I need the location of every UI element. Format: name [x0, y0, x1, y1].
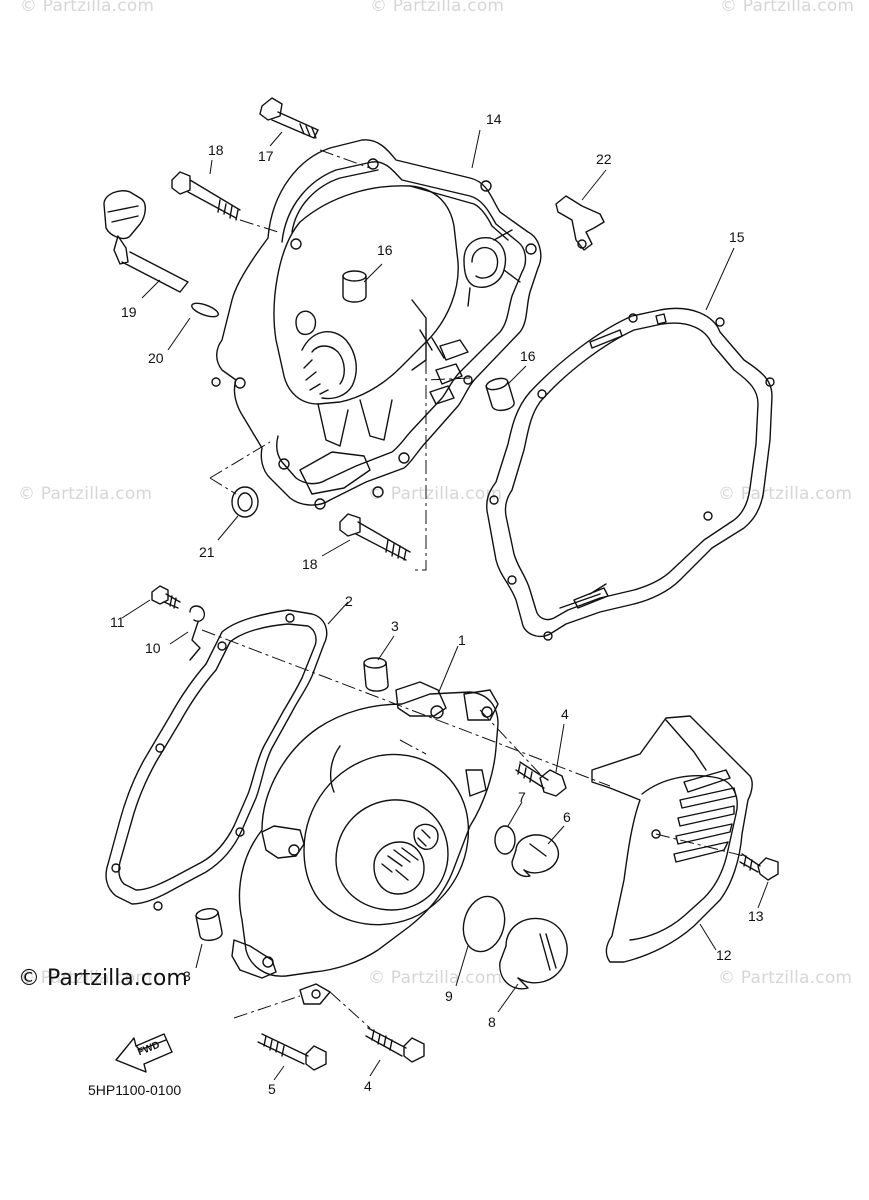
- callout-part-2: 2: [345, 593, 353, 609]
- gasket-part-15: [486, 307, 775, 641]
- bolt-part-17: [259, 97, 319, 139]
- o-ring-part-7: [494, 825, 516, 855]
- callout-part-22: 22: [596, 151, 612, 167]
- callout-part-18: 18: [208, 142, 224, 158]
- side-cover-part-12: [591, 715, 753, 963]
- gasket-part-2: [105, 609, 328, 911]
- bolt-part-5: [257, 1033, 327, 1071]
- watermark: © Partzilla.com: [18, 484, 153, 504]
- callout-part-16: 16: [520, 348, 536, 364]
- callout-part-10: 10: [145, 640, 161, 656]
- oil-seal-part-21: [231, 486, 259, 518]
- bolt-part-4-lower: [365, 1027, 425, 1063]
- callout-part-8: 8: [488, 1014, 496, 1030]
- crankcase-cover-part-1: [231, 681, 499, 1005]
- fwd-arrow-icon: [115, 1033, 173, 1073]
- clip-part-10: [189, 605, 206, 661]
- watermark: © Partzilla.com: [368, 968, 503, 988]
- dowel-part-16-right: [485, 377, 515, 412]
- bolt-part-4-upper: [515, 761, 567, 797]
- dowel-part-3-upper: [363, 657, 389, 692]
- fwd-label: FWD: [136, 1040, 161, 1059]
- clamp-part-22: [555, 195, 605, 251]
- callout-part-17: 17: [258, 148, 274, 164]
- callout-part-19: 19: [121, 304, 137, 320]
- watermark: © Partzilla.com: [20, 0, 155, 16]
- bolt-part-18-upper: [171, 171, 241, 221]
- callout-part-12: 12: [716, 947, 732, 963]
- plug-part-6: [511, 834, 560, 878]
- watermark: © Partzilla.com: [18, 968, 153, 988]
- o-ring-part-20: [191, 302, 219, 318]
- callout-part-13: 13: [748, 908, 764, 924]
- callout-part-14: 14: [486, 111, 502, 127]
- callout-part-4: 4: [364, 1078, 372, 1094]
- watermark: © Partzilla.com: [370, 0, 505, 16]
- callout-part-21: 21: [199, 544, 215, 560]
- callout-part-3: 3: [183, 968, 191, 984]
- diagram-code: 5HP1100-0100: [88, 1082, 182, 1098]
- dowel-part-3-lower: [195, 908, 223, 942]
- callout-part-5: 5: [268, 1081, 276, 1097]
- plug-part-8: [499, 917, 568, 990]
- callout-part-16: 16: [377, 242, 393, 258]
- bolt-part-18-lower: [339, 513, 411, 561]
- o-ring-part-9: [462, 895, 506, 953]
- watermark: © Partzilla.com: [720, 0, 855, 16]
- callout-part-20: 20: [148, 350, 164, 366]
- watermark: © Partzilla.com: [718, 968, 853, 988]
- bolt-part-13: [739, 853, 779, 881]
- callout-part-3: 3: [391, 618, 399, 634]
- callout-part-7: 7: [518, 789, 526, 805]
- callout-part-9: 9: [445, 988, 453, 1004]
- brand-label: © Partzilla.com: [18, 966, 188, 991]
- oil-level-gauge-part-19: [103, 190, 189, 293]
- callout-part-4: 4: [561, 706, 569, 722]
- callout-part-15: 15: [729, 229, 745, 245]
- watermark: © Partzilla.com: [718, 484, 853, 504]
- callout-part-18: 18: [302, 556, 318, 572]
- callout-part-1: 1: [458, 632, 466, 648]
- crankcase-cover-part-14: [211, 139, 542, 510]
- watermark: © Partzilla.com: [368, 484, 503, 504]
- callout-part-6: 6: [563, 809, 571, 825]
- bolt-part-11: [151, 585, 181, 609]
- callout-part-11: 11: [110, 614, 125, 630]
- dowel-part-16-inner: [342, 270, 367, 303]
